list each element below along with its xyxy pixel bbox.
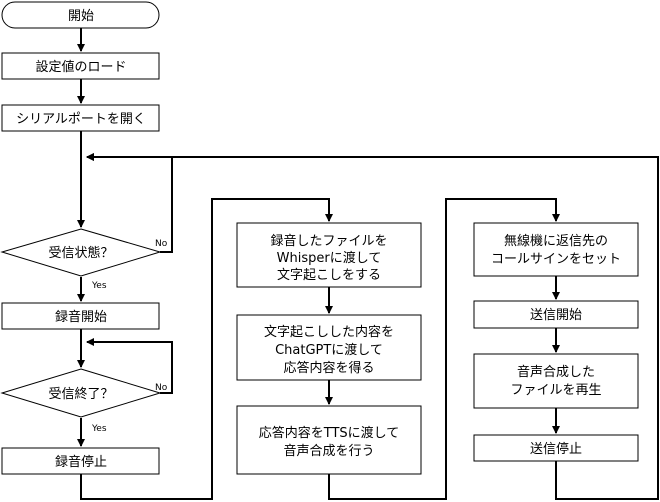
- node-rec-start: 録音開始: [1, 302, 160, 330]
- edges: [77, 28, 659, 500]
- node-send-start: 送信開始: [473, 300, 639, 329]
- node-whisper-line-2: Whisperに渡して: [277, 250, 382, 266]
- node-send-start-label: 送信開始: [530, 308, 582, 323]
- receiving-no-label: No: [155, 239, 168, 249]
- node-rec-start-label: 録音開始: [55, 309, 107, 325]
- node-tts: 応答内容をTTSに渡して 音声合成を行う: [236, 405, 422, 475]
- node-callsign-line-1: 無線機に返信先の: [504, 233, 608, 249]
- node-send-stop: 送信停止: [473, 434, 639, 462]
- edge-recstop-whisper: [80, 198, 333, 500]
- rec-end-no-label: No: [155, 383, 168, 393]
- node-load-settings-label: 設定値のロード: [35, 59, 126, 75]
- node-receiving-label: 受信状態？: [48, 245, 113, 261]
- node-chatgpt-line-3: 応答内容を得る: [283, 360, 374, 376]
- node-chatgpt: 文字起こしした内容を ChatGPTに渡して 応答内容を得る: [236, 314, 422, 381]
- node-play-line-1: 音声合成した: [517, 364, 595, 380]
- node-callsign-line-2: コールサインをセット: [491, 252, 621, 267]
- receiving-yes-label: Yes: [91, 281, 107, 291]
- node-whisper-line-1: 録音したファイルを: [270, 233, 387, 249]
- node-rec-end-decision: 受信終了？ No Yes: [0, 368, 168, 434]
- rec-end-yes-label: Yes: [91, 424, 107, 434]
- node-open-serial: シリアルポートを開く: [1, 104, 160, 132]
- node-callsign: 無線機に返信先の コールサインをセット: [473, 222, 639, 277]
- node-chatgpt-line-1: 文字起こしした内容を: [264, 324, 394, 340]
- edge-tts-callsign: [328, 198, 560, 500]
- node-rec-stop-label: 録音停止: [55, 454, 107, 470]
- node-open-serial-label: シリアルポートを開く: [16, 112, 146, 127]
- node-send-stop-label: 送信停止: [530, 441, 582, 457]
- node-whisper: 録音したファイルを Whisperに渡して 文字起こしをする: [236, 222, 422, 288]
- node-play: 音声合成した ファイルを再生: [473, 353, 639, 409]
- node-whisper-line-3: 文字起こしをする: [277, 268, 381, 283]
- node-start: 開始: [1, 1, 160, 29]
- node-chatgpt-line-2: ChatGPTに渡して: [275, 342, 383, 358]
- node-tts-line-1: 応答内容をTTSに渡して: [259, 425, 400, 441]
- node-start-label: 開始: [68, 9, 94, 24]
- node-rec-stop: 録音停止: [1, 447, 160, 475]
- node-load-settings: 設定値のロード: [1, 52, 160, 80]
- node-play-line-2: ファイルを再生: [510, 383, 601, 398]
- node-tts-line-2: 音声合成を行う: [283, 443, 374, 459]
- node-receiving-decision: 受信状態？ No Yes: [0, 228, 168, 291]
- edge-sendstop-loop: [86, 153, 659, 500]
- node-rec-end-label: 受信終了？: [48, 386, 113, 402]
- edge-check-no-loop: [86, 338, 173, 394]
